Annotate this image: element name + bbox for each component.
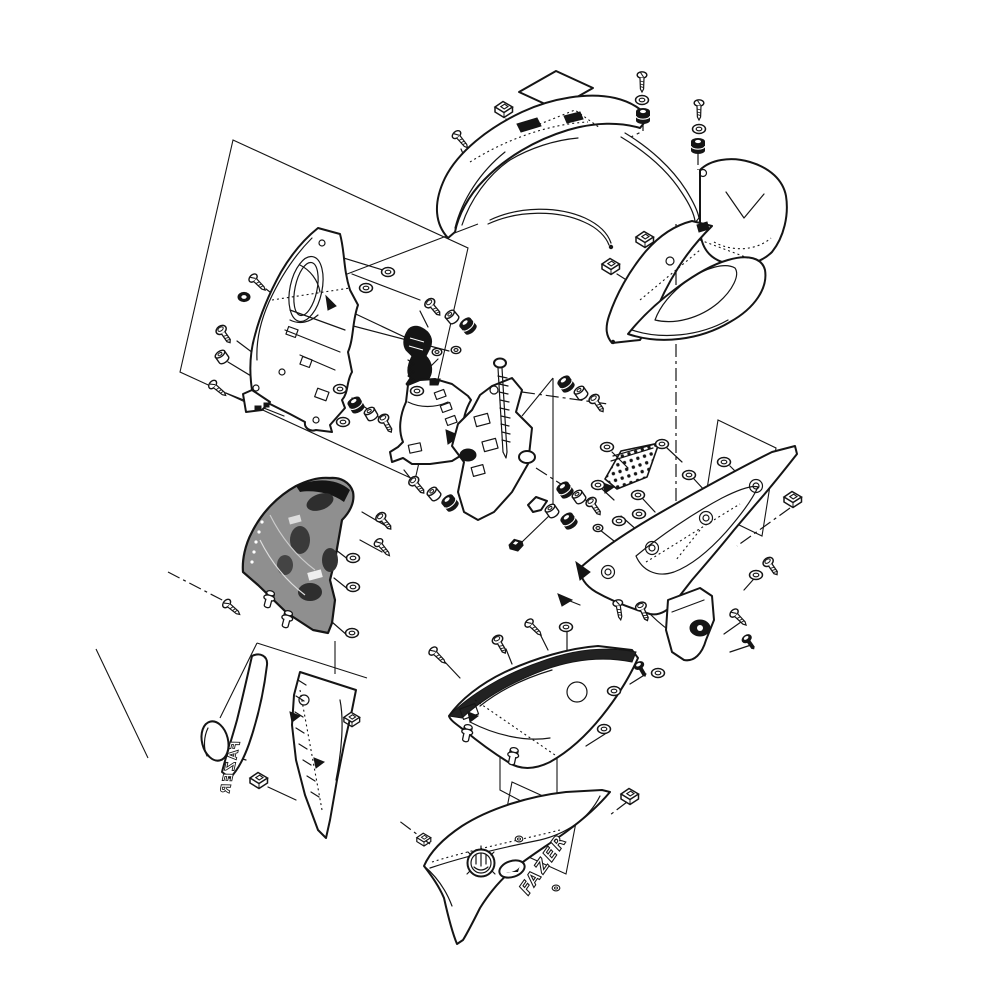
cover-clip-nut-2 [601,257,621,276]
screw-grommet-stack-2 [690,99,707,155]
arrow-screw [557,593,581,607]
bolt-row-below-stay [345,394,397,436]
yamaha-tuning-fork-emblem [466,845,496,878]
bolt-row-center-lower [507,478,606,554]
cowl-clip-nut [494,100,514,119]
left-side-cover-inner [289,671,357,839]
mesh-screen [602,442,660,494]
windscreen-molding [487,208,614,250]
right-inner-cover [605,220,767,345]
right-lower-cowl [575,445,798,641]
right-side-panel [698,158,788,266]
bolt-row-upper [422,295,480,338]
long-screw [493,357,511,459]
left-air-duct [389,378,472,465]
vent-oval [498,859,526,879]
cowl-stay-bracket [242,227,359,433]
parts-layer: FAZER [200,70,798,945]
screw-grommet-stack-1 [634,71,651,125]
left-inner-panel-shaded [241,476,355,635]
lower-bracket-with-roller [665,587,715,662]
belly-panel: FAZER [423,789,611,945]
hook-bracket [527,496,548,513]
oval-emblem [200,720,230,762]
bolt-row-left-of-duct [406,473,462,515]
upper-cowl [435,94,649,239]
bolt-row-center-upper [555,372,609,416]
center-side-panel [447,645,639,769]
center-bracket [451,377,536,521]
side-trim-molding [620,132,700,225]
